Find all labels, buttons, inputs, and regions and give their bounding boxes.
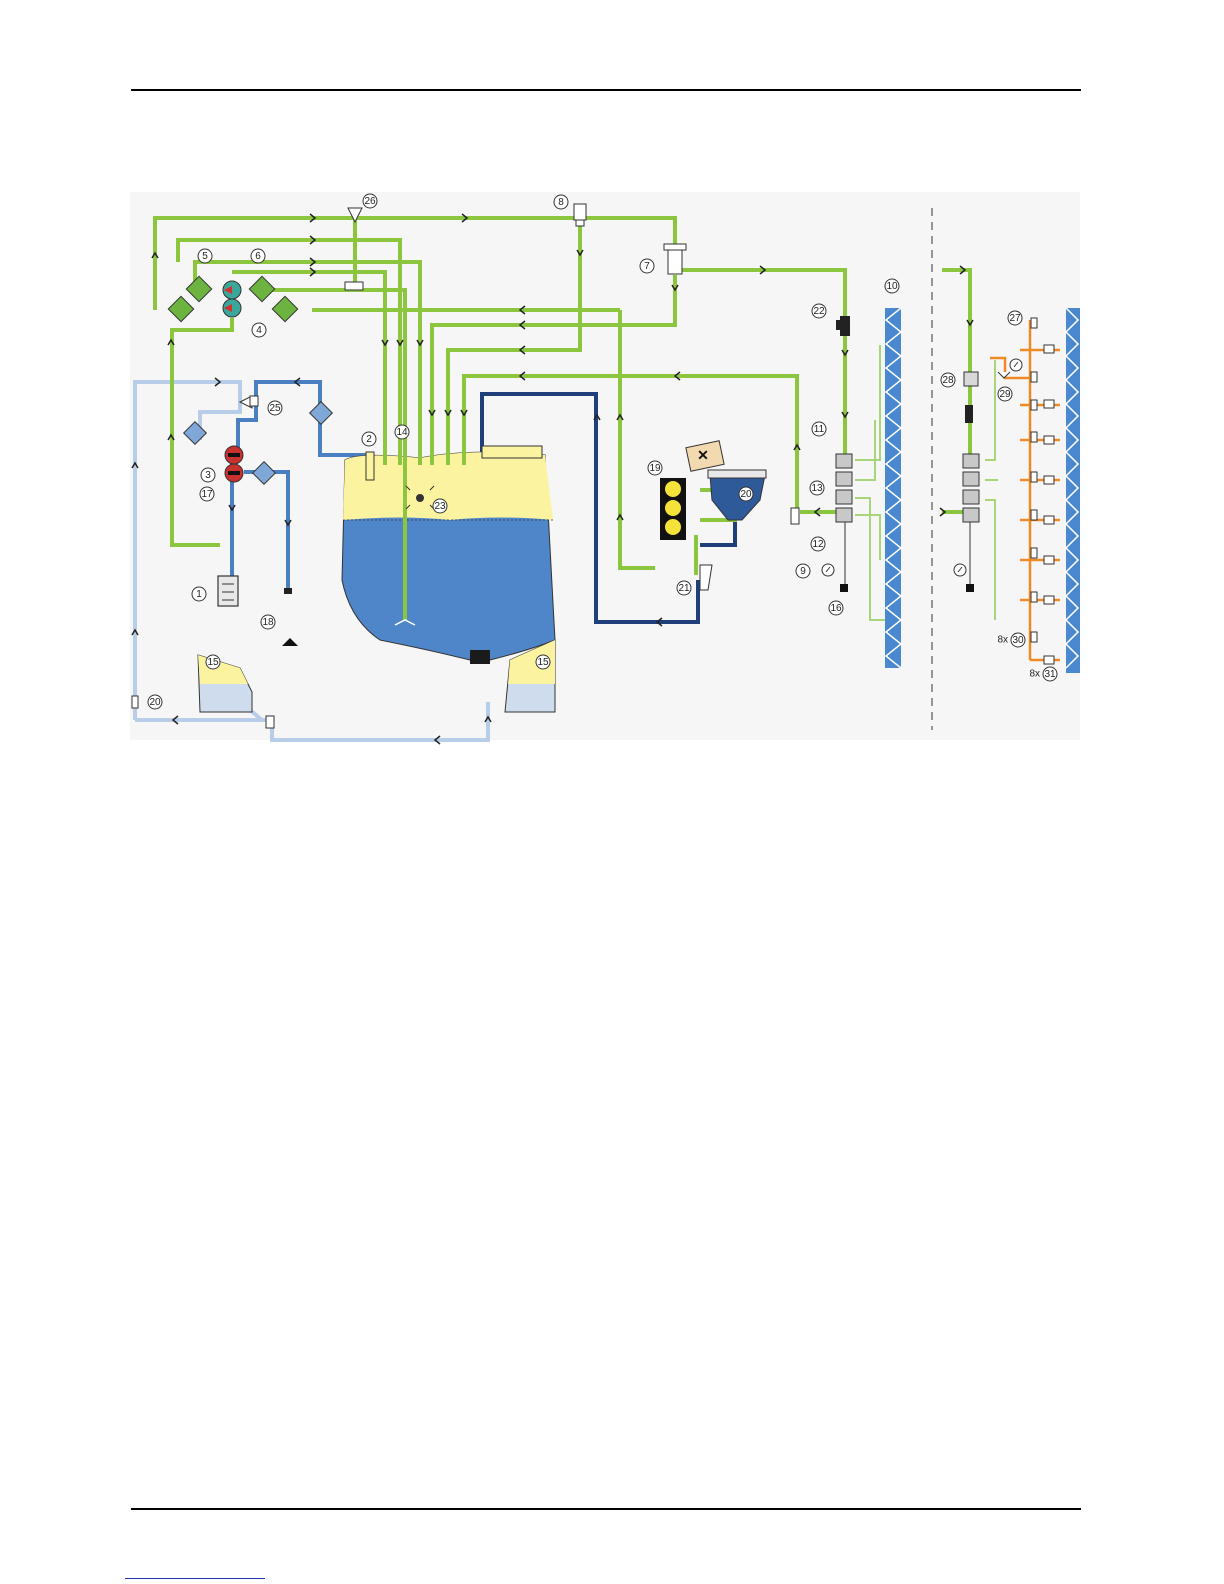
callout-text: 16 xyxy=(830,603,842,614)
callout-c11: 11 xyxy=(812,422,826,436)
callout-text: 1 xyxy=(196,589,202,600)
callout-text: 30 xyxy=(1012,635,1024,646)
callout-text: 10 xyxy=(886,281,898,292)
quantity-prefix-31: 8x xyxy=(1029,669,1040,680)
callout-c4: 4 xyxy=(252,323,266,337)
callout-text: 3 xyxy=(205,470,211,481)
callout-c20a: 20 xyxy=(148,695,162,709)
callout-text: 14 xyxy=(396,427,408,438)
callout-c16: 16 xyxy=(829,601,843,615)
callout-text: 11 xyxy=(814,424,825,435)
callout-text: 9 xyxy=(800,566,806,577)
callout-c27: 27 xyxy=(1008,311,1022,325)
callout-c18: 18 xyxy=(261,615,275,629)
callout-c3: 3 xyxy=(201,468,215,482)
callout-text: 28 xyxy=(942,375,954,386)
callout-c22: 22 xyxy=(812,304,826,318)
callout-text: 29 xyxy=(999,389,1011,400)
boom-right xyxy=(1066,308,1080,673)
callout-c23: 23 xyxy=(433,499,447,513)
callout-c15b: 15 xyxy=(536,655,550,669)
callout-text: 13 xyxy=(811,483,823,494)
callout-text: 26 xyxy=(364,196,376,207)
callout-c10: 10 xyxy=(885,279,899,293)
callout-text: 5 xyxy=(202,251,208,262)
pressure-regulator-icon xyxy=(574,204,586,226)
quantity-prefix-30: 8x xyxy=(997,635,1008,646)
callout-text: 15 xyxy=(207,657,219,668)
callout-c14: 14 xyxy=(395,425,409,439)
pressure-relief-icon xyxy=(791,508,799,524)
callout-text: 2 xyxy=(366,434,372,445)
callout-c8: 8 xyxy=(554,195,568,209)
callout-c26: 26 xyxy=(363,194,377,208)
callout-c5: 5 xyxy=(198,249,212,263)
callout-c17: 17 xyxy=(200,487,214,501)
diagram-background xyxy=(130,192,1080,740)
pump-icon xyxy=(218,576,238,606)
callout-c7: 7 xyxy=(640,259,654,273)
boom-left xyxy=(885,308,901,668)
check-valve-icon xyxy=(266,716,274,728)
callout-text: 20 xyxy=(149,697,161,708)
callout-c19: 19 xyxy=(648,461,662,475)
callout-text: 25 xyxy=(269,403,281,414)
rinse-valve-20-icon xyxy=(132,696,138,708)
callout-c21: 21 xyxy=(677,581,691,595)
callout-text: 23 xyxy=(434,501,446,512)
callout-text: 15 xyxy=(537,657,549,668)
callout-c15a: 15 xyxy=(206,655,220,669)
callout-text: 20 xyxy=(740,489,752,500)
callout-text: 31 xyxy=(1044,669,1056,680)
callout-c30: 30 xyxy=(1011,633,1025,647)
inductor-control-panel xyxy=(660,478,686,540)
level-sensor-icon xyxy=(366,452,374,480)
callout-c28: 28 xyxy=(941,373,955,387)
callout-text: 6 xyxy=(255,251,261,262)
callout-text: 7 xyxy=(644,261,650,272)
callout-text: 21 xyxy=(678,583,690,594)
callout-c12: 12 xyxy=(811,537,825,551)
callout-text: 4 xyxy=(256,325,262,336)
callout-c6: 6 xyxy=(251,249,265,263)
callout-text: 19 xyxy=(649,463,661,474)
callout-text: 18 xyxy=(262,617,274,628)
callout-text: 22 xyxy=(813,306,825,317)
callout-c25: 25 xyxy=(268,401,282,415)
callout-c1: 1 xyxy=(192,587,206,601)
callout-c31: 31 xyxy=(1043,667,1057,681)
callout-text: 27 xyxy=(1009,313,1021,324)
callout-c13: 13 xyxy=(810,481,824,495)
callout-text: 17 xyxy=(201,489,213,500)
callout-text: 12 xyxy=(812,539,824,550)
callout-c20b: 20 xyxy=(739,487,753,501)
callout-c2: 2 xyxy=(362,432,376,446)
callout-text: 8 xyxy=(558,197,564,208)
callout-c9: 9 xyxy=(796,564,810,578)
callout-c29: 29 xyxy=(998,387,1012,401)
svg-text:✕: ✕ xyxy=(697,447,709,463)
